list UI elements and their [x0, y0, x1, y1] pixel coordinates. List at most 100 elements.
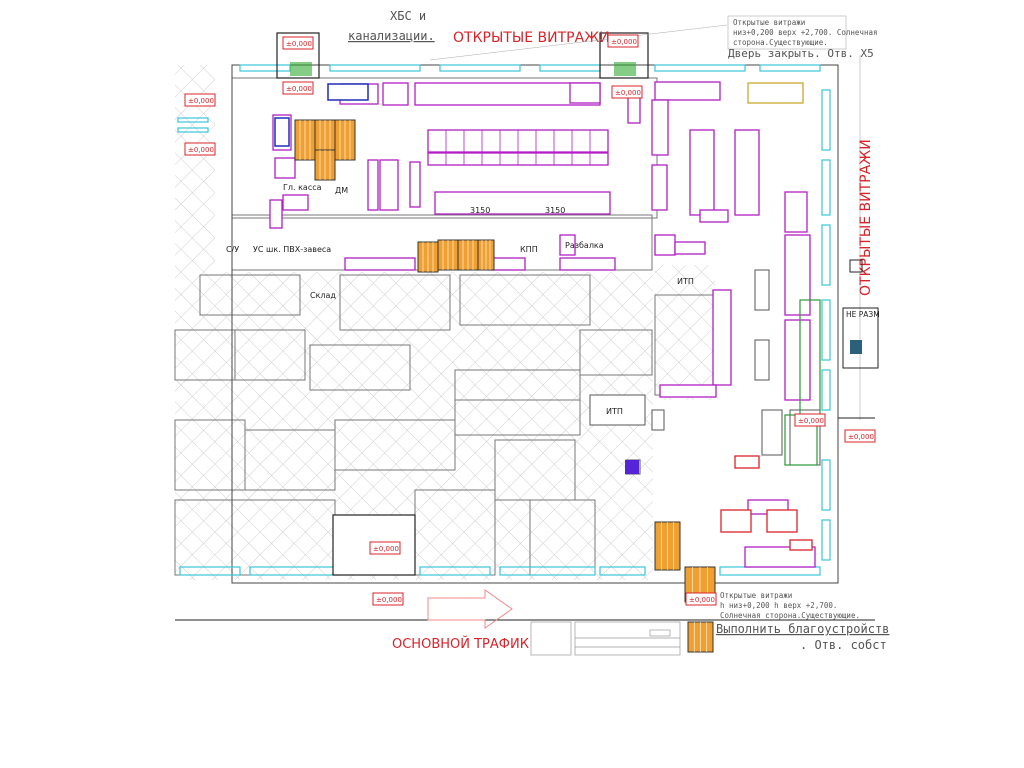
bottom-note-line1: Открытые витражи [720, 591, 792, 600]
door-equipment-left [290, 62, 312, 76]
equipment [651, 409, 665, 431]
room-storage: Склад [310, 291, 336, 300]
glazing-panel [499, 566, 596, 576]
level-tag [282, 81, 314, 95]
display-fixture [559, 234, 576, 256]
room-dm: ДМ [335, 186, 348, 195]
level-tag [184, 93, 216, 107]
display-fixture [689, 129, 715, 216]
level-tag-text: ±0,000 [373, 545, 399, 553]
bottom-note-line3: Солнечная сторона.Существующие. [720, 611, 860, 620]
level-tag [282, 36, 314, 50]
level-tags: ±0,000 ±0,000 ±0,000 ±0,000 ±0,000 ±0,000 ±0,0… [184, 34, 876, 606]
glazing-panel [599, 566, 646, 576]
wall-outline [579, 329, 653, 376]
glazing-panel [821, 369, 831, 411]
display-fixture [269, 199, 283, 229]
glazing-panel [539, 64, 601, 72]
display-fixture [699, 209, 729, 223]
hatched-right-column [655, 265, 715, 400]
glazing-panel [239, 64, 291, 72]
display-fixture [784, 234, 811, 316]
glazing-panel [759, 64, 821, 72]
display-fixture [489, 257, 526, 271]
loading-bay [332, 514, 416, 576]
display-fixture [382, 82, 409, 106]
room-wc: С/У [226, 245, 239, 254]
glazing-panel [821, 459, 831, 511]
glazing-panel [419, 566, 491, 576]
wall-outline [234, 329, 306, 381]
traffic-arrow-icon [427, 589, 513, 629]
level-tag [685, 592, 717, 606]
display-fixture [367, 159, 379, 211]
leader-line [429, 24, 728, 61]
level-tag-text: ±0,000 [798, 417, 824, 425]
no-placement-equipment [850, 340, 862, 354]
display-fixture [654, 81, 721, 101]
truck-drawing [530, 621, 681, 656]
display-fixture [654, 234, 676, 256]
glazing-panel [821, 89, 831, 151]
glazing-panel [719, 566, 821, 576]
level-tag-text: ±0,000 [376, 596, 402, 604]
display-fixture [274, 157, 296, 179]
level-tag [607, 34, 639, 48]
wall-outline [339, 274, 451, 331]
wall-outline [334, 419, 456, 471]
display-fixture [734, 129, 760, 216]
checkout-counter [720, 509, 752, 533]
level-tag-text: ±0,000 [611, 38, 637, 46]
bottom-note-line2: h низ+0,200 h верх +2,700. [720, 601, 837, 610]
rack-length-1: 3150 [470, 206, 490, 215]
glazing-panel [821, 159, 831, 216]
glazing-panel [821, 224, 831, 286]
right-note-line1: Открытые витражи [733, 18, 805, 27]
display-fixture [659, 384, 717, 398]
display-fixture [409, 161, 421, 208]
door-equipment-right [614, 62, 636, 76]
glazing-panel [177, 117, 209, 123]
column-marker [849, 259, 863, 273]
display-fixture [559, 257, 616, 271]
wall-outline [454, 399, 581, 436]
glazing-panel [821, 519, 831, 561]
level-tag [611, 85, 643, 99]
wall-outline [199, 274, 301, 316]
room-cashier: Гл. касса [283, 183, 322, 192]
glazing-strips [177, 64, 831, 576]
open-glazing-top-label: ОТКРЫТЫЕ ВИТРАЖИ [453, 30, 610, 46]
display-fixture [282, 194, 309, 211]
level-tag-text: ±0,000 [615, 89, 641, 97]
display-fixture [651, 99, 669, 156]
room-itp-right: ИТП [677, 277, 694, 286]
level-tag [184, 142, 216, 156]
display-fixture [344, 257, 416, 271]
level-tag-text: ±0,000 [286, 85, 312, 93]
no-placement-label: НЕ РАЗМ [846, 310, 880, 319]
wall-outline [309, 344, 411, 391]
display-fixture [569, 82, 601, 104]
display-fixture [434, 191, 611, 215]
level-tag [844, 429, 876, 443]
note-xbs: ХБС и [390, 9, 426, 23]
no-placement-zone [842, 307, 879, 369]
level-tag-text: ±0,000 [848, 433, 874, 441]
display-fixture [784, 319, 811, 401]
open-glazing-right-label: ОТКРЫТЫЕ ВИТРАЖИ [858, 139, 874, 296]
right-note-line4: Дверь закрыть. Отв. Х5 [728, 47, 874, 60]
equipment [754, 269, 770, 311]
glazing-panel [179, 566, 241, 576]
hatched-small-block [597, 475, 645, 575]
room-sorting: Разбалка [565, 241, 604, 250]
level-tag [372, 592, 404, 606]
fixtures [269, 81, 821, 568]
blue-cabinet [327, 83, 369, 101]
level-tag-text: ±0,000 [188, 146, 214, 154]
level-tag [369, 541, 401, 555]
equipment-blue [625, 460, 639, 474]
responsible-note: . Отв. собст [800, 638, 887, 652]
note-sewer: канализации. [348, 29, 435, 43]
display-fixture [744, 546, 816, 568]
